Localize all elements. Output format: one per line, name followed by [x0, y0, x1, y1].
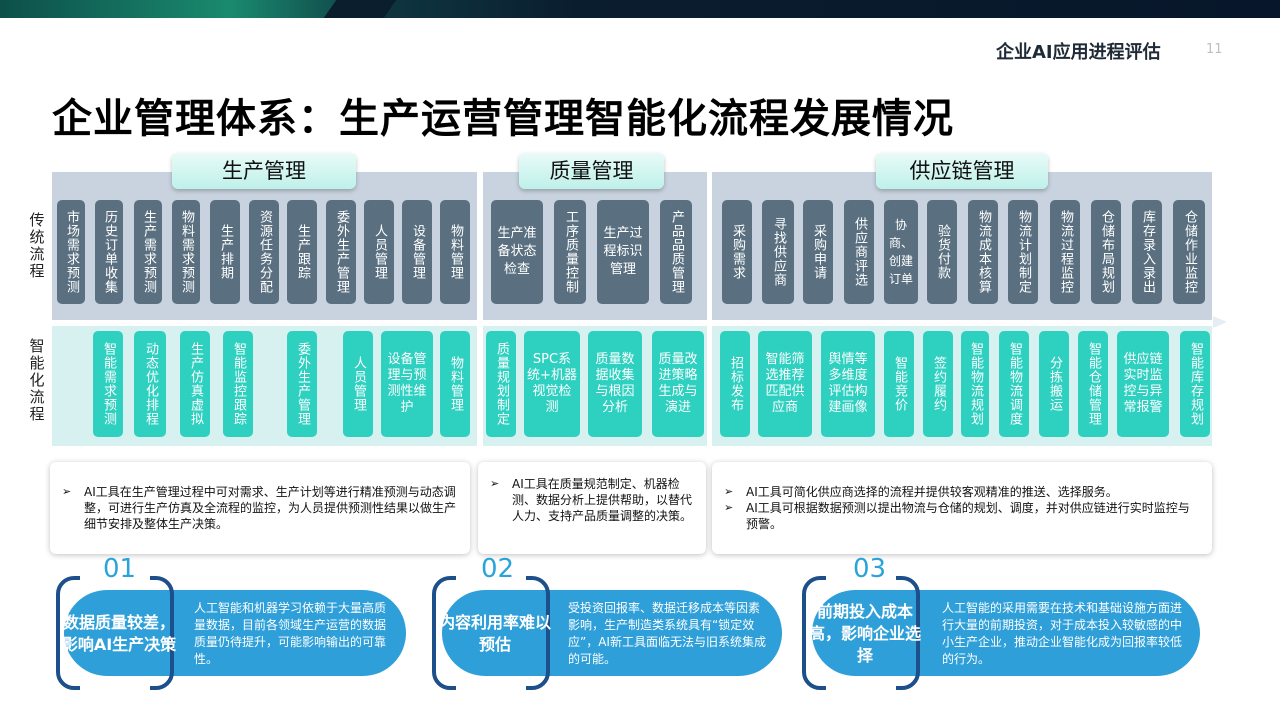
- challenge-title: 前期投入成本高，影响企业选择: [808, 602, 921, 665]
- top-banner: [0, 0, 1280, 18]
- ai-production-step: 智能监控跟踪: [223, 331, 253, 437]
- ai-supply-step: 智能仓储管理: [1078, 331, 1108, 437]
- traditional-quality-step: 产品品质管理: [660, 200, 692, 304]
- traditional-supply-step: 验货付款: [927, 200, 957, 304]
- ai-production-step: 智能需求预测: [93, 331, 123, 437]
- flow-divider: [55, 322, 1215, 324]
- challenge-number: 01: [103, 554, 137, 584]
- ai-supply-step: 智能筛选推荐匹配供应商: [758, 331, 812, 437]
- traditional-supply-step: 物流成本核算: [968, 200, 998, 304]
- header-title: 企业AI应用进程评估: [996, 42, 1161, 63]
- ai-production-step: 物料管理: [440, 331, 470, 437]
- traditional-supply-step: 采购申请: [803, 200, 833, 304]
- traditional-production-step: 委外生产管理: [326, 200, 356, 304]
- traditional-production-step: 市场需求预测: [57, 200, 85, 304]
- traditional-supply-step: 仓储布局规划: [1091, 200, 1121, 304]
- supply-traditional-bg: [712, 172, 1212, 320]
- bullet-icon: ➢: [62, 485, 72, 498]
- ai-quality-step: 质量规划制定: [486, 331, 516, 437]
- page-number: 11: [1206, 42, 1223, 57]
- challenge-number: 03: [853, 554, 887, 584]
- bullet-icon: ➢: [724, 485, 734, 498]
- challenge-text: 人工智能和机器学习依赖于大量高质量数据，目前各领域生产运营的数据质量仍待提升，可…: [194, 601, 387, 666]
- traditional-supply-step: 物流过程监控: [1050, 200, 1080, 304]
- ai-production-step: 设备管理与预测性维护: [381, 331, 433, 437]
- ai-quality-step: 质量改进策略生成与演进: [652, 331, 704, 437]
- challenge-number: 02: [481, 554, 515, 584]
- tab-supply: 供应链管理: [876, 153, 1048, 189]
- traditional-supply-step: 协商、创建订单: [884, 200, 918, 304]
- bullet-icon: ➢: [724, 501, 734, 514]
- traditional-quality-step: 生产准备状态检查: [491, 200, 543, 304]
- traditional-production-step: 生产需求预测: [134, 200, 162, 304]
- challenge-card: [64, 590, 406, 676]
- flow-arrow-icon: [1213, 316, 1227, 328]
- traditional-production-step: 历史订单收集: [95, 200, 123, 304]
- ai-production-step: 人员管理: [343, 331, 373, 437]
- traditional-quality-step: 工序质量控制: [554, 200, 586, 304]
- ai-quality-step: 质量数据收集与根因分析: [588, 331, 642, 437]
- traditional-quality-step: 生产过程标识管理: [597, 200, 649, 304]
- challenge-title: 内容利用率难以预估: [438, 613, 551, 654]
- challenge-card: [442, 590, 782, 676]
- traditional-supply-step: 物流计划制定: [1008, 200, 1038, 304]
- bullet-icon: ➢: [490, 477, 500, 490]
- challenge-text: 受投资回报率、数据迁移成本等因素影响，生产制造类系统具有“锁定效应”，AI新工具…: [568, 601, 766, 666]
- row-label-ai: 智能化流程: [29, 337, 45, 423]
- tab-production: 生产管理: [172, 153, 356, 189]
- ai-supply-step: 智能竞价: [884, 331, 914, 437]
- challenge-card: [812, 590, 1200, 676]
- page-title: 企业管理体系：生产运营管理智能化流程发展情况: [52, 96, 954, 142]
- row-label-traditional: 传统流程: [29, 211, 45, 280]
- ai-supply-step: 招标发布: [720, 331, 750, 437]
- note-production: ➢AI工具在生产管理过程中可对需求、生产计划等进行精准预测与动态调整，可进行生产…: [50, 462, 470, 554]
- traditional-supply-step: 采购需求: [722, 200, 752, 304]
- traditional-production-step: 生产排期: [210, 200, 240, 304]
- note-supply: ➢AI工具可简化供应商选择的流程并提供较客观精准的推送、选择服务。 ➢AI工具可…: [712, 462, 1212, 554]
- tab-quality: 质量管理: [519, 153, 664, 189]
- traditional-supply-step: 供应商评选: [844, 200, 874, 304]
- ai-production-step: 委外生产管理: [287, 331, 317, 437]
- ai-supply-step: 智能物流调度: [999, 331, 1029, 437]
- traditional-supply-step: 寻找供应商: [762, 200, 794, 304]
- ai-quality-step: SPC系统+机器视觉检测: [524, 331, 580, 437]
- traditional-production-step: 物料需求预测: [172, 200, 200, 304]
- traditional-production-step: 人员管理: [364, 200, 394, 304]
- note-quality: ➢AI工具在质量规范制定、机器检测、数据分析上提供帮助，以替代人力、支持产品质量…: [478, 462, 706, 554]
- challenge-title: 数据质量较差，影响AI生产决策: [61, 613, 177, 654]
- ai-supply-step: 智能物流规划: [961, 331, 989, 437]
- traditional-supply-step: 仓储作业监控: [1173, 200, 1205, 304]
- traditional-production-step: 物料管理: [440, 200, 470, 304]
- traditional-production-step: 生产跟踪: [287, 200, 317, 304]
- ai-supply-step: 舆情等多维度评估构建画像: [821, 331, 875, 437]
- ai-production-step: 生产仿真虚拟: [180, 331, 210, 437]
- ai-production-step: 动态优化排程: [134, 331, 166, 437]
- traditional-production-step: 设备管理: [402, 200, 432, 304]
- ai-supply-step: 签约履约: [923, 331, 953, 437]
- traditional-supply-step: 库存录入录出: [1132, 200, 1162, 304]
- traditional-production-step: 资源任务分配: [249, 200, 279, 304]
- ai-supply-step: 分拣搬运: [1039, 331, 1069, 437]
- ai-supply-step: 智能库存规划: [1180, 331, 1210, 437]
- challenge-text: 人工智能的采用需要在技术和基础设施方面进行大量的前期投资，对于成本投入较敏感的中…: [942, 601, 1183, 666]
- ai-supply-step: 供应链实时监控与异常报警: [1117, 331, 1169, 437]
